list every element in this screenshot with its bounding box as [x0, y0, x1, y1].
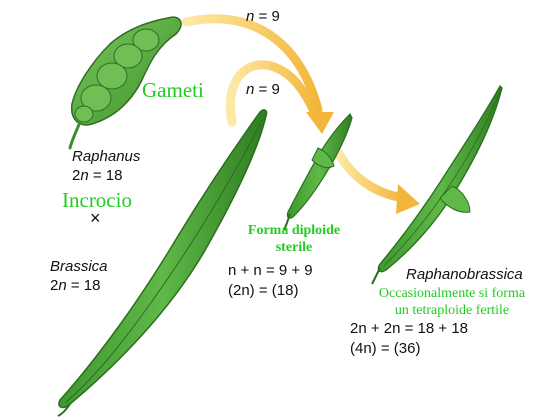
cross-symbol: ×	[90, 208, 101, 228]
raphanus-ploidy-n: n	[80, 167, 89, 184]
arrow-brassica-to-hybrid	[225, 60, 321, 127]
hybrid-pod	[283, 112, 353, 231]
gametes-label: Gameti	[142, 78, 204, 102]
hybrid-formula-line2: (2n) = (18)	[228, 282, 299, 299]
raphanobrassica-pod	[371, 84, 503, 285]
brassica-ploidy-prefix: 2	[50, 277, 59, 294]
hybrid-note-line2: sterile	[275, 240, 313, 255]
raphanus-ploidy-value: = 18	[88, 167, 123, 184]
arrow-mid-value: = 9	[254, 81, 280, 98]
hybrid-formula-line1: n + n = 9 + 9	[228, 262, 313, 279]
raphanus-pod	[68, 16, 182, 150]
brassica-ploidy-n: n	[58, 277, 67, 294]
raphanobrassica-formula-line1: 2n + 2n = 18 + 18	[350, 320, 469, 337]
arrow-hybrid-to-raphanobrassica	[333, 147, 420, 214]
brassica-pod	[57, 109, 268, 417]
brassica-name: Brassica	[50, 258, 108, 275]
arrow-mid-n: n	[246, 81, 255, 98]
raphanobrassica-note-line2: un tetraploide fertile	[394, 303, 510, 318]
hybrid-note-line1: Forma diploide	[247, 223, 341, 238]
raphanobrassica-name: Raphanobrassica	[406, 266, 523, 283]
arrow-top-n: n	[246, 8, 255, 25]
arrow-top-value: = 9	[254, 8, 280, 25]
raphanobrassica-note-line1: Occasionalmente si forma	[378, 286, 526, 301]
raphanus-ploidy-prefix: 2	[72, 167, 81, 184]
arrow-top-label: n = 9	[246, 8, 280, 25]
cross-label: Incrocio	[62, 188, 132, 212]
brassica-ploidy: 2n = 18	[50, 277, 100, 294]
raphanus-ploidy: 2n = 18	[72, 167, 122, 184]
brassica-ploidy-value: = 18	[66, 277, 101, 294]
raphanobrassica-formula-line2: (4n) = (36)	[350, 340, 421, 357]
arrow-mid-label: n = 9	[246, 81, 280, 98]
raphanus-name: Raphanus	[72, 148, 141, 165]
